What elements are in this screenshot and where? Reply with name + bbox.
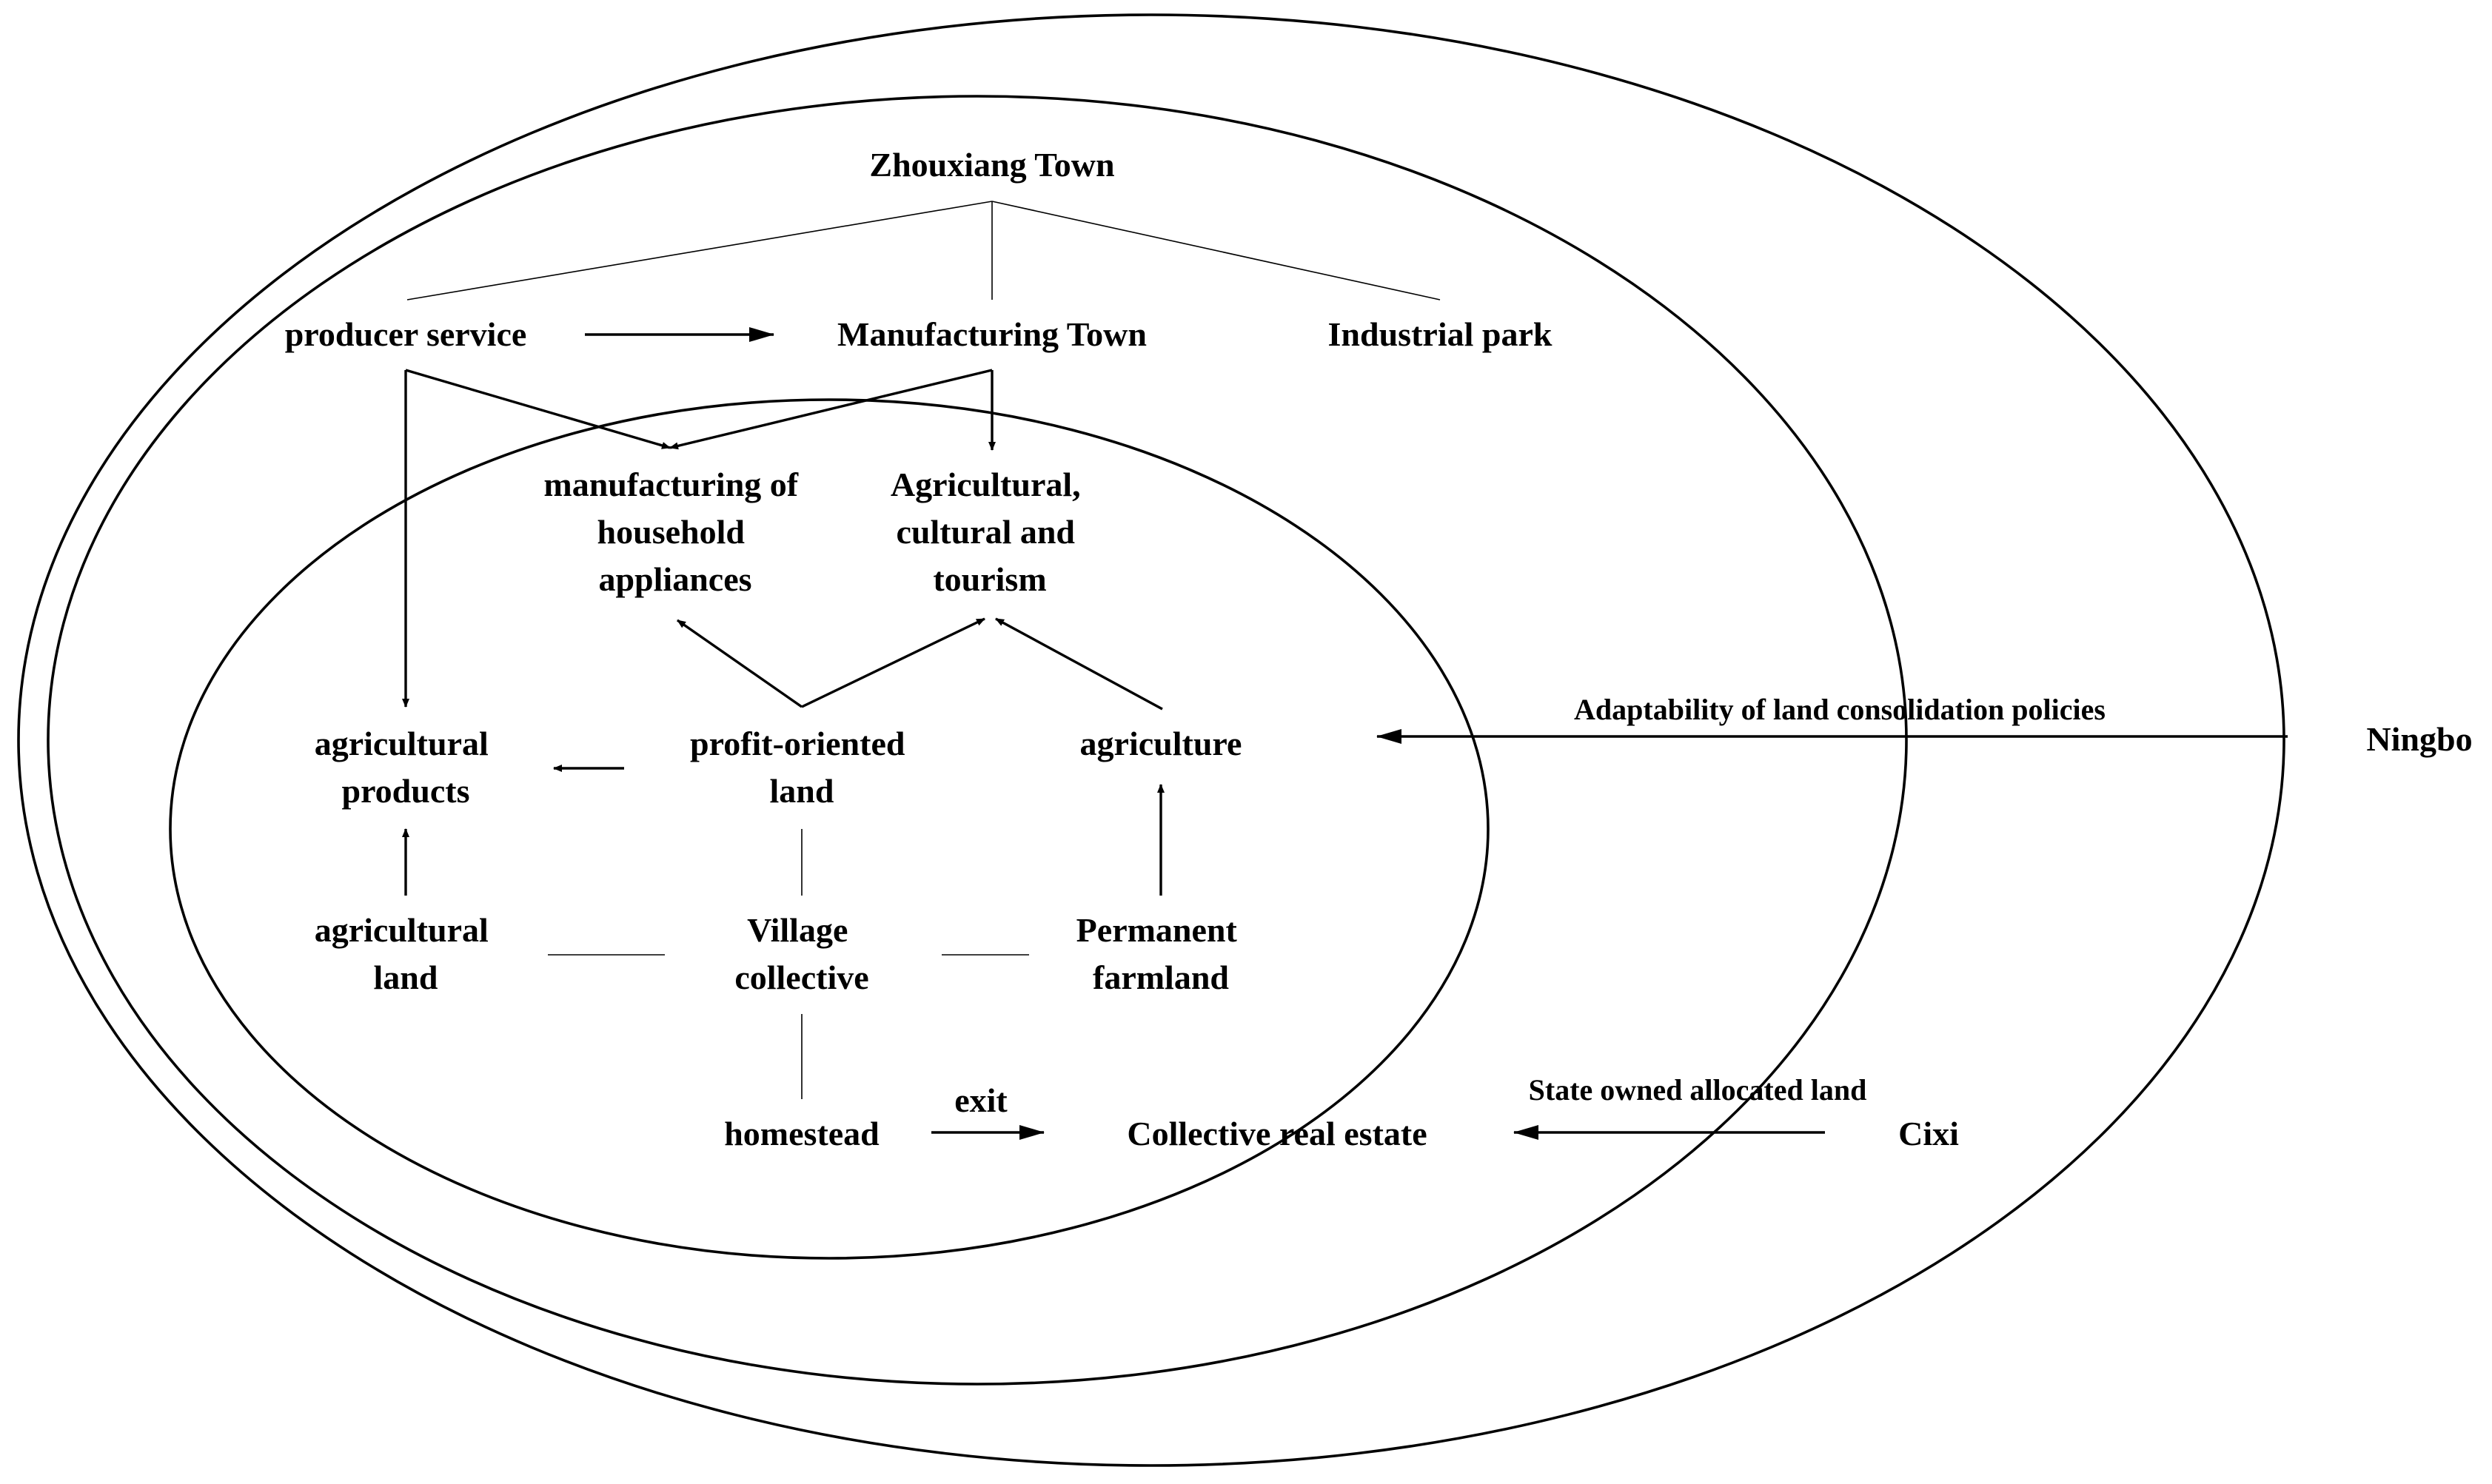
label-manufacturing-household: manufacturing of household appliances — [543, 466, 806, 598]
label-industrial-park: Industrial park — [1328, 315, 1553, 353]
arrow-producer-to-household — [405, 369, 671, 449]
label-village-collective: Village collective — [734, 911, 868, 996]
connector-town-to-industrial-park — [991, 201, 1441, 301]
label-state-owned-land: State owned allocated land — [1529, 1073, 1867, 1107]
label-zhouxiang-town: Zhouxiang Town — [869, 146, 1114, 184]
label-agricultural-products: agricultural products — [315, 725, 498, 810]
label-manufacturing-town: Manufacturing Town — [837, 315, 1147, 353]
label-exit: exit — [954, 1081, 1008, 1119]
label-profit-oriented-land: profit-oriented land — [690, 725, 914, 810]
label-cixi: Cixi — [1898, 1115, 1959, 1152]
arrow-profit-to-household — [677, 619, 803, 708]
zhouxiang-boundary-ellipse — [47, 95, 1908, 1386]
arrow-manufacturing-to-household — [669, 369, 993, 450]
label-ningbo: Ningbo — [2366, 720, 2472, 758]
connector-town-to-producer — [406, 201, 993, 301]
ningbo-boundary-ellipse — [17, 13, 2285, 1467]
label-collective-real-estate: Collective real estate — [1127, 1115, 1427, 1152]
label-agricultural-land: agricultural land — [315, 911, 498, 996]
label-agriculture: agriculture — [1080, 725, 1242, 762]
arrow-profit-to-agri-tourism — [801, 617, 985, 708]
label-homestead: homestead — [724, 1115, 880, 1152]
arrow-agriculture-to-agri-tourism — [995, 617, 1163, 711]
village-boundary-ellipse — [169, 398, 1490, 1260]
label-agri-cultural-tourism: Agricultural, cultural and tourism — [891, 466, 1089, 598]
label-adaptability-policy: Adaptability of land consolidation polic… — [1574, 693, 2106, 726]
label-producer-service: producer service — [285, 315, 527, 353]
label-permanent-farmland: Permanent farmland — [1076, 911, 1246, 996]
